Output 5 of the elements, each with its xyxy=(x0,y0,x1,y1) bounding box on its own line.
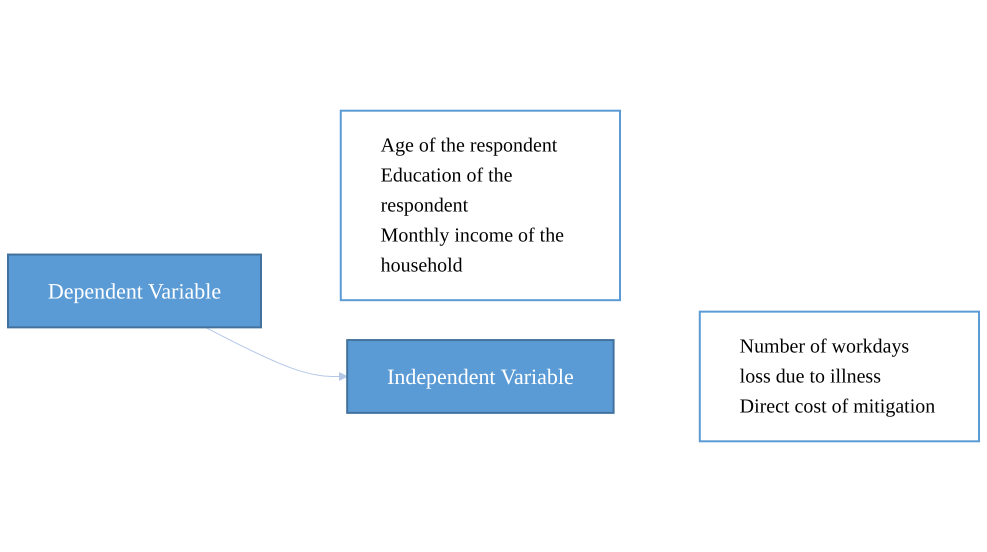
node-box: Independent Variable xyxy=(346,339,615,414)
arrow xyxy=(204,326,348,381)
node-box: Dependent Variable xyxy=(6,254,262,328)
node-box: Number of workdays loss due to illness Direct cost of mitigation xyxy=(698,310,980,442)
node-box: Age of the respondent Education of the respondent Monthly income of the household xyxy=(340,110,621,302)
